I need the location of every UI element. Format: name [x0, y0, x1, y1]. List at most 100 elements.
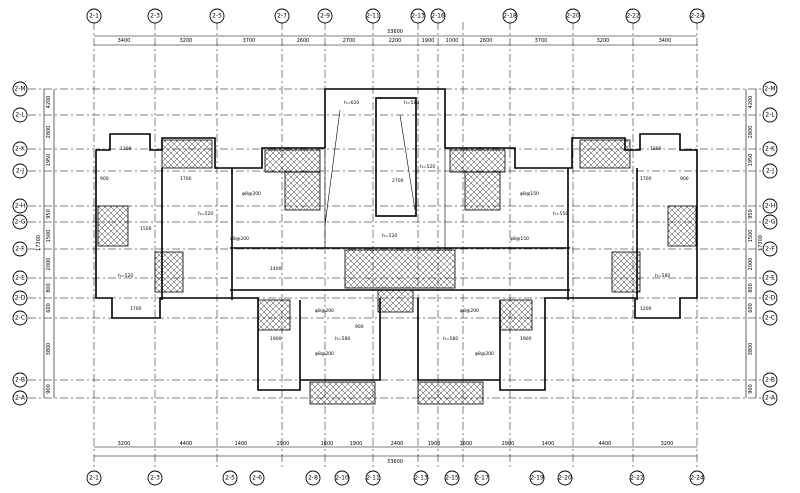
left-dim: 800: [46, 283, 52, 293]
bottom-dim: 2900: [277, 441, 290, 447]
axis-bubble-top: 2-18: [502, 8, 518, 24]
svg-text:2-F: 2-F: [765, 246, 775, 253]
left-dim: 1500: [46, 230, 52, 243]
axis-bubble-right: 2-B: [762, 372, 778, 388]
slab-thickness-label: h=520: [382, 233, 397, 239]
slab-thickness-label: h=580: [655, 273, 670, 279]
axis-bubble-top: 2-13: [410, 8, 426, 24]
svg-text:2-20: 2-20: [558, 475, 572, 482]
svg-text:2-F: 2-F: [15, 246, 25, 253]
svg-text:2-1: 2-1: [89, 13, 99, 20]
svg-text:2-M: 2-M: [764, 86, 775, 93]
svg-text:2-B: 2-B: [15, 377, 25, 384]
left-dim: 2000: [46, 258, 52, 271]
bottom-dim: 1400: [235, 441, 248, 447]
left-dim: 600: [46, 303, 52, 313]
top-total-dim: 33600: [387, 29, 403, 35]
right-axis-bubbles: 2-M 2-L 2-K 2-J 2-H 2-G 2-F 2-E 2-D 2-C …: [762, 81, 778, 406]
svg-text:2-11: 2-11: [366, 13, 380, 20]
svg-text:2-6: 2-6: [252, 475, 262, 482]
slab-thickness-label: h=520: [118, 273, 133, 279]
axis-bubble-bottom: 2-13: [413, 470, 429, 486]
bottom-dimension-texts: 3200 4400 1400 2900 1600 1900 2400 1900 …: [118, 441, 674, 465]
top-axis-bubbles: 2-1 2-3 2-5 2-7 2-9 2-11 2-13 2-16 2-18 …: [86, 8, 705, 24]
top-dim: 2700: [343, 38, 356, 44]
svg-text:2-7: 2-7: [277, 13, 287, 20]
axis-bubble-top: 2-16: [430, 8, 446, 24]
svg-text:2-G: 2-G: [765, 219, 776, 226]
top-dim: 1000: [446, 38, 459, 44]
svg-text:2-15: 2-15: [445, 475, 459, 482]
svg-text:2-C: 2-C: [765, 315, 775, 322]
small-dim-label: 900: [100, 176, 109, 182]
rebar-label: φ8@200: [315, 308, 334, 314]
svg-text:2-3: 2-3: [150, 13, 160, 20]
axis-bubble-bottom: 2-6: [249, 470, 265, 486]
building-walls: [95, 88, 698, 391]
left-dim: 3800: [46, 343, 52, 356]
right-dim: 1950: [748, 154, 754, 167]
axis-bubble-right: 2-L: [762, 107, 778, 123]
small-dim-label: 2700: [392, 178, 404, 184]
axis-bubble-bottom: 2-22: [629, 470, 645, 486]
axis-bubble-right: 2-D: [762, 290, 778, 306]
axis-bubble-left: 2-A: [12, 390, 28, 406]
axis-bubble-bottom: 2-5: [222, 470, 238, 486]
small-dim-label: 1500: [140, 226, 152, 232]
axis-bubble-top: 2-9: [317, 8, 333, 24]
right-total-dim: 17300: [758, 235, 764, 251]
axis-bubble-right: 2-H: [762, 198, 778, 214]
left-total-dim: 17300: [36, 235, 42, 251]
axis-bubble-left: 2-L: [12, 107, 28, 123]
axis-bubble-left: 2-B: [12, 372, 28, 388]
top-dim: 2600: [480, 38, 493, 44]
left-dim: 2800: [46, 126, 52, 139]
svg-text:2-24: 2-24: [690, 13, 704, 20]
bottom-dim: 4400: [599, 441, 612, 447]
top-dim: 3700: [243, 38, 256, 44]
axis-bubble-top: 2-24: [689, 8, 705, 24]
axis-bubble-right: 2-J: [762, 163, 778, 179]
rebar-label: φ8@200: [475, 351, 494, 357]
axis-bubble-left: 2-F: [12, 241, 28, 257]
svg-text:2-M: 2-M: [14, 86, 25, 93]
axis-bubble-bottom: 2-10: [334, 470, 350, 486]
axis-bubble-bottom: 2-17: [474, 470, 490, 486]
small-dim-label: 1200: [650, 146, 662, 152]
right-dim: 950: [748, 209, 754, 219]
left-dim: 1950: [46, 154, 52, 167]
svg-text:2-L: 2-L: [765, 112, 775, 119]
axis-bubble-right: 2-G: [762, 214, 778, 230]
svg-text:2-22: 2-22: [626, 13, 640, 20]
bottom-dim: 4400: [180, 441, 193, 447]
bottom-dim: 1600: [460, 441, 473, 447]
svg-text:2-L: 2-L: [15, 112, 25, 119]
right-dim: 800: [748, 283, 754, 293]
axis-bubble-left: 2-M: [12, 81, 28, 97]
bottom-dim: 3200: [118, 441, 131, 447]
top-dim: 3400: [659, 38, 672, 44]
left-dim: 4200: [46, 96, 52, 109]
small-dim-label: 1200: [120, 146, 132, 152]
axis-bubble-top: 2-22: [625, 8, 641, 24]
left-axis-bubbles: 2-M 2-L 2-K 2-J 2-H 2-G 2-F 2-E 2-D 2-C …: [12, 81, 28, 406]
slab-thickness-label: h=520: [198, 211, 213, 217]
axis-bubble-bottom: 2-8: [305, 470, 321, 486]
small-dim-label: 1700: [180, 176, 192, 182]
svg-text:2-A: 2-A: [15, 395, 26, 402]
small-dim-label: 1900: [270, 336, 282, 342]
bottom-axis-bubbles: 2-1 2-3 2-5 2-6 2-8 2-10 2-11 2-13 2-15 …: [86, 470, 705, 486]
svg-text:2-5: 2-5: [212, 13, 222, 20]
svg-text:2-19: 2-19: [530, 475, 544, 482]
top-dim: 2600: [297, 38, 310, 44]
axis-bubble-left: 2-D: [12, 290, 28, 306]
slab-thickness-label: h=580: [404, 100, 419, 106]
top-dim: 3200: [180, 38, 193, 44]
axis-bubble-left: 2-G: [12, 214, 28, 230]
axis-bubble-left: 2-J: [12, 163, 28, 179]
svg-text:2-K: 2-K: [765, 146, 776, 153]
axis-bubble-right: 2-C: [762, 310, 778, 326]
right-dim: 600: [748, 303, 754, 313]
right-dim: 4200: [748, 96, 754, 109]
top-dim: 3700: [535, 38, 548, 44]
